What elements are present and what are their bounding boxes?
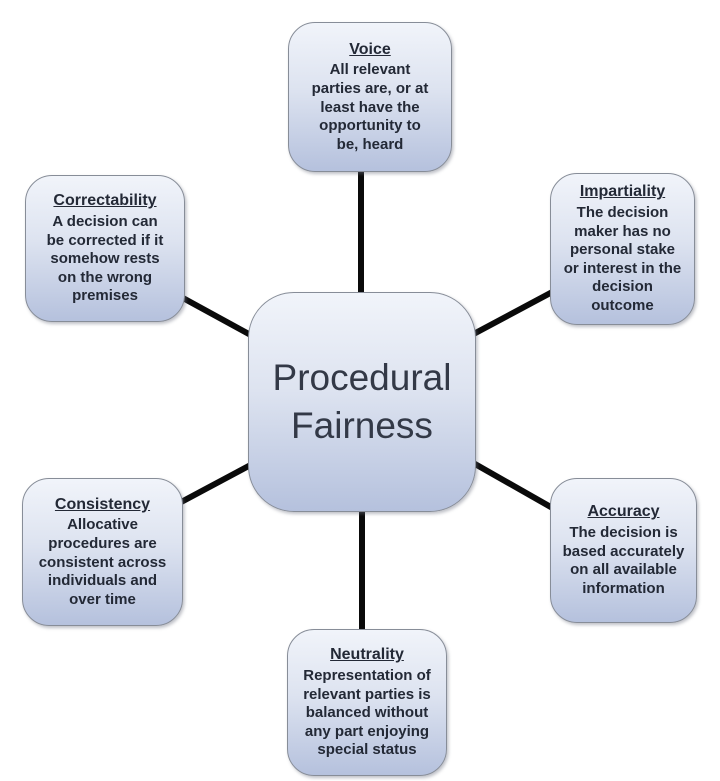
- node-voice: Voice All relevant parties are, or at le…: [288, 22, 452, 172]
- node-voice-description: All relevant parties are, or at least ha…: [311, 61, 429, 153]
- node-voice-title: Voice: [349, 40, 391, 58]
- node-accuracy-title: Accuracy: [587, 503, 660, 521]
- node-neutrality-description: Representation of relevant parties is ba…: [303, 666, 431, 759]
- node-consistency-title: Consistency: [54, 495, 151, 513]
- connector-impartiality: [466, 287, 558, 340]
- node-accuracy: Accuracy The decision is based accuratel…: [550, 478, 697, 623]
- node-accuracy-description: The decision is based accurately on all …: [562, 524, 685, 597]
- node-neutrality: Neutrality Representation of relevant pa…: [287, 629, 447, 776]
- connector-accuracy: [466, 457, 558, 513]
- node-impartiality-title: Impartiality: [579, 183, 666, 201]
- node-correctability-title: Correctability: [53, 192, 157, 210]
- node-impartiality: Impartiality The decision maker has no p…: [550, 173, 695, 325]
- node-impartiality-description: The decision maker has no personal stake…: [563, 204, 682, 315]
- center-node-procedural-fairness: Procedural Fairness: [248, 292, 476, 512]
- node-neutrality-title: Neutrality: [330, 646, 404, 664]
- node-correctability: Correctability A decision can be correct…: [25, 175, 185, 322]
- connector-consistency: [168, 458, 260, 511]
- connector-correctability: [170, 289, 260, 342]
- node-consistency-description: Allocative procedures are consistent acr…: [38, 516, 167, 608]
- center-node-title: Procedural Fairness: [272, 356, 452, 446]
- node-consistency: Consistency Allocative procedures are co…: [22, 478, 183, 626]
- node-correctability-description: A decision can be corrected if it someho…: [46, 212, 164, 305]
